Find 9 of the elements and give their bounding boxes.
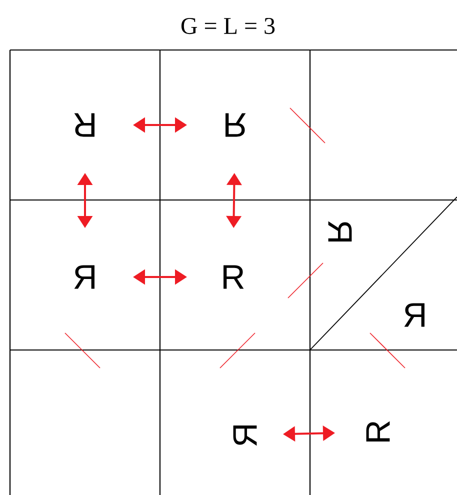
letter: R — [74, 113, 94, 137]
letter: R — [74, 265, 94, 289]
title: G = L = 3 — [181, 18, 275, 34]
letter: R — [328, 221, 352, 242]
letter: R — [366, 421, 390, 442]
letter: R — [404, 303, 424, 327]
letter: R — [224, 265, 244, 289]
letter: R — [233, 426, 257, 446]
letter: R — [226, 113, 246, 137]
